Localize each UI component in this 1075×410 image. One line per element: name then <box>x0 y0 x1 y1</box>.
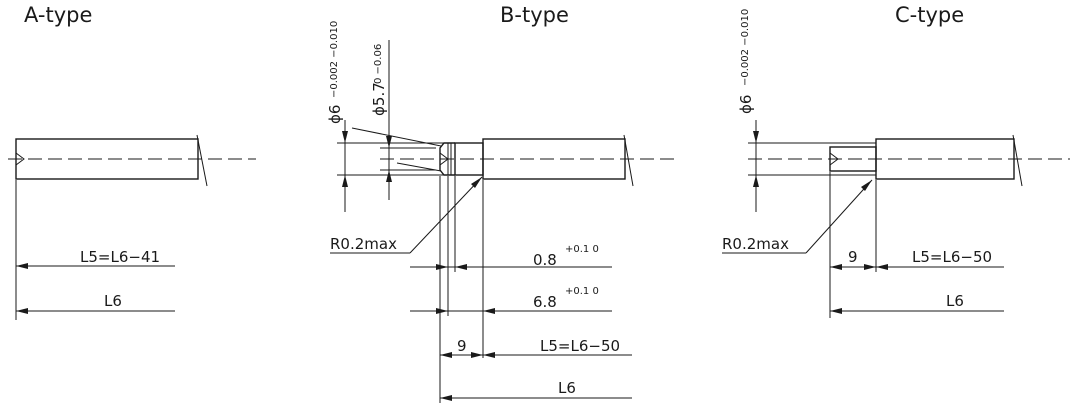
c-phi6-tolerance: −0.002 −0.010 <box>740 9 751 86</box>
title-b-type: B-type <box>500 3 569 27</box>
c-phi6-label: ϕ6 <box>737 95 755 114</box>
a-center-hole <box>15 152 25 166</box>
c-break-line <box>1012 134 1023 187</box>
b-phi6-tolerance: −0.002 −0.010 <box>329 21 340 98</box>
a-break-line <box>196 134 208 187</box>
b-08-label: 0.8 <box>533 251 557 269</box>
a-l5-label: L5=L6−41 <box>80 248 160 266</box>
b-68-tolerance: +0.1 0 <box>565 286 599 297</box>
b-phi57-tolerance: 0 −0.06 <box>373 44 384 84</box>
b-l5-label: L5=L6−50 <box>540 337 620 355</box>
title-c-type: C-type <box>895 3 964 27</box>
b-08-tolerance: +0.1 0 <box>565 244 599 255</box>
b-phi57-label: ϕ5.7 <box>370 82 388 116</box>
c-r-label: R0.2max <box>722 235 789 253</box>
b-r-label: R0.2max <box>330 235 397 253</box>
c-type-view: ϕ6 −0.002 −0.010 R0.2max 9 L5=L6−50 L6 <box>722 9 1070 318</box>
b-type-view: ϕ6 −0.002 −0.010 ϕ5.7 0 −0.06 R0.2max 0.… <box>326 21 680 403</box>
b-9-label: 9 <box>457 337 467 355</box>
title-a-type: A-type <box>24 3 92 27</box>
b-phi6-label: ϕ6 <box>326 105 344 124</box>
a-type-view: L5=L6−41 L6 <box>8 134 256 320</box>
c-l6-label: L6 <box>946 292 964 310</box>
b-l6-label: L6 <box>558 379 576 397</box>
c-9-label: 9 <box>848 248 858 266</box>
a-l6-label: L6 <box>104 292 122 310</box>
c-l5-label: L5=L6−50 <box>912 248 992 266</box>
b-break-line <box>623 134 634 187</box>
b-68-label: 6.8 <box>533 293 557 311</box>
